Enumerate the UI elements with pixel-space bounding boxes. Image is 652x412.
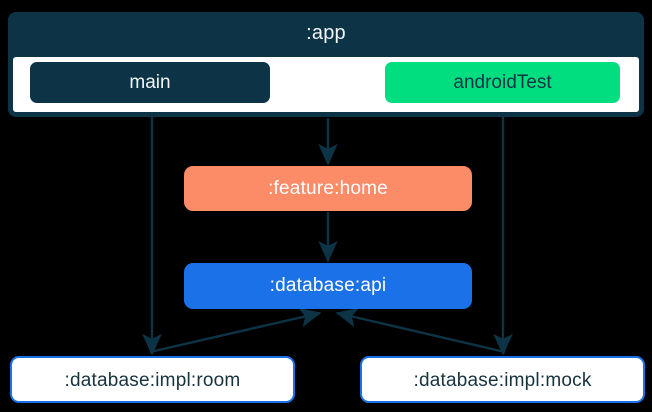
source-set-androidtest[interactable]: androidTest (385, 62, 620, 103)
source-set-main[interactable]: main (30, 62, 270, 103)
edge-mock-to-database-api (335, 307, 506, 354)
edge-room-to-database-api (149, 307, 322, 354)
module-node-database-impl-room[interactable]: :database:impl:room (10, 356, 295, 403)
module-node-database-impl-mock[interactable]: :database:impl:mock (360, 356, 645, 403)
module-node-feature-home[interactable]: :feature:home (184, 166, 472, 211)
module-app-title: :app (306, 22, 346, 44)
module-node-database-api[interactable]: :database:api (184, 263, 472, 309)
